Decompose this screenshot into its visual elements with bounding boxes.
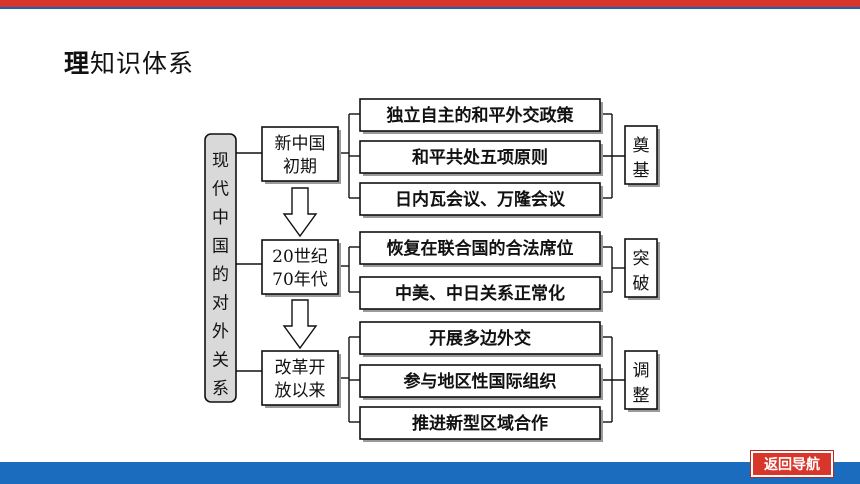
svg-text:开展多边外交: 开展多边外交	[429, 328, 531, 349]
top-accent-line	[0, 7, 860, 9]
period-label-line: 初期	[283, 157, 317, 177]
tag-box-adjustment: 调整	[624, 350, 660, 412]
item-box: 开展多边外交	[359, 321, 603, 357]
item-box: 日内瓦会议、万隆会议	[359, 182, 603, 218]
tag-label: 调整	[633, 361, 650, 406]
svg-text:推进新型区域合作: 推进新型区域合作	[412, 413, 548, 434]
period-label-line: 新中国	[275, 134, 326, 154]
item-box: 推进新型区域合作	[359, 406, 603, 442]
svg-text:恢复在联合国的合法席位: 恢复在联合国的合法席位	[387, 238, 574, 259]
svg-text:和平共处五项原则: 和平共处五项原则	[412, 147, 548, 168]
bottom-accent-bar	[0, 462, 860, 484]
period-label-line: 20世纪	[272, 247, 328, 267]
period-label-line: 改革开	[275, 358, 326, 378]
root-node-label: 现代中国的对外关系	[212, 151, 229, 399]
tag-label: 奠基	[633, 136, 650, 181]
period-label-line: 70年代	[272, 270, 328, 290]
item-box: 独立自主的和平外交政策	[359, 98, 603, 134]
tag-label: 突破	[633, 249, 650, 294]
period-label-line: 放以来	[275, 381, 326, 401]
down-arrow-icon	[282, 299, 318, 350]
top-accent-bar	[0, 0, 860, 7]
svg-text:中美、中日关系正常化: 中美、中日关系正常化	[395, 283, 565, 304]
item-box: 中美、中日关系正常化	[359, 276, 603, 312]
connectors	[236, 113, 625, 423]
item-box: 参与地区性国际组织	[359, 364, 603, 400]
period-node-1970s: 20世纪 70年代	[261, 239, 341, 297]
back-to-navigation-button[interactable]: 返回导航	[751, 451, 833, 477]
down-arrow-icon	[282, 187, 318, 238]
item-box: 和平共处五项原则	[359, 140, 603, 176]
svg-text:日内瓦会议、万隆会议: 日内瓦会议、万隆会议	[395, 189, 566, 210]
tag-box-breakthrough: 突破	[624, 238, 660, 300]
period-node-reform: 改革开 放以来	[261, 350, 341, 408]
root-node: 现代中国的对外关系	[204, 133, 237, 403]
period-node-early: 新中国 初期	[261, 126, 341, 184]
svg-text:参与地区性国际组织: 参与地区性国际组织	[404, 371, 557, 392]
svg-text:独立自主的和平外交政策: 独立自主的和平外交政策	[387, 105, 575, 126]
section-title: 理知识体系	[64, 44, 194, 80]
item-box: 恢复在联合国的合法席位	[359, 231, 603, 267]
tag-box-foundation: 奠基	[624, 125, 660, 187]
section-title-rest: 知识体系	[90, 49, 195, 78]
section-title-first-char: 理	[64, 49, 91, 78]
